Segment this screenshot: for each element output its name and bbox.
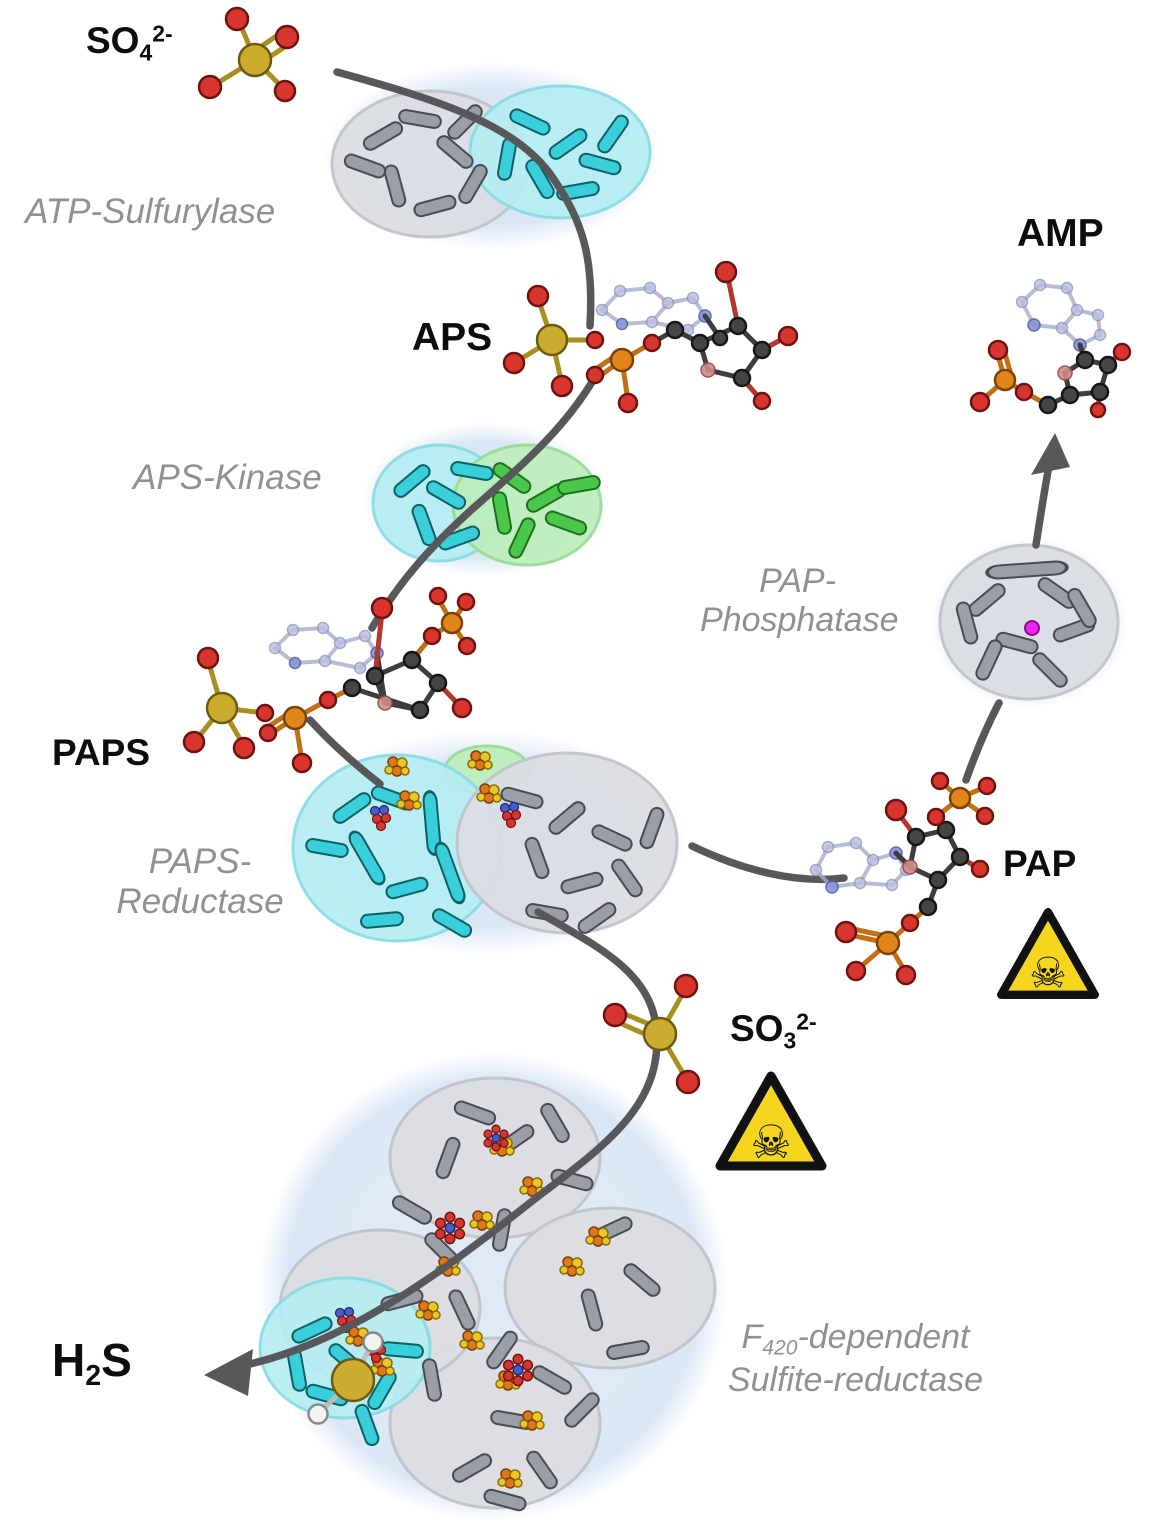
molecule-aps xyxy=(502,260,799,414)
skull-crossbones-icon: ☠ xyxy=(750,1115,791,1169)
molecule-sulfate xyxy=(197,6,300,103)
molecule-sulfite xyxy=(602,973,701,1095)
hazard-triangle-sulfite: ☠ xyxy=(715,1071,827,1171)
skull-crossbones-icon: ☠ xyxy=(1029,948,1067,997)
molecule-pap xyxy=(809,771,997,986)
molecule-hydrogen-sulfide xyxy=(307,1331,384,1425)
metal-ion-magenta xyxy=(1024,620,1040,636)
arrowhead-amp xyxy=(1031,433,1070,475)
molecule-paps xyxy=(182,586,477,774)
label-paps: PAPS xyxy=(52,732,151,773)
label-pap: PAP xyxy=(1003,843,1077,884)
label-sulfite: SO32- xyxy=(730,1008,817,1054)
protein-cartoon-paps-reductase xyxy=(291,744,679,943)
protein-cartoon-atp-sulfurylase xyxy=(330,84,652,239)
label-sulfate: SO42- xyxy=(86,20,173,66)
molecule-amp xyxy=(969,278,1132,419)
label-aps: APS xyxy=(412,316,493,359)
arrow-sulfate-to-aps xyxy=(333,68,595,330)
arrow-aps-to-paps xyxy=(368,368,602,632)
label-amp: AMP xyxy=(1017,212,1104,255)
arrow-reductase-to-h2s xyxy=(246,908,661,1368)
protein-cartoon-sulfite-reductase xyxy=(258,1076,717,1513)
arrowhead-h2s xyxy=(204,1349,253,1396)
adenine-ring-faded xyxy=(809,836,913,894)
label-atp-sulfurylase: ATP-Sulfurylase xyxy=(25,192,276,231)
protein-cartoon-aps-kinase xyxy=(371,443,603,567)
label-aps-kinase: APS-Kinase xyxy=(133,458,322,497)
label-pap-phosphatase: PAP- Phosphatase xyxy=(700,562,899,640)
protein-cartoon-pap-phosphatase xyxy=(938,543,1120,701)
label-paps-reductase: PAPS- Reductase xyxy=(116,842,284,922)
adenine-ring-faded xyxy=(595,281,712,337)
label-h2s: H2S xyxy=(52,1334,132,1393)
label-f420-sulfite-reductase: F420-dependent Sulfite-reductase xyxy=(727,1318,984,1399)
adenine-ring-faded xyxy=(1015,278,1107,352)
arrow-pap-to-phosphatase xyxy=(962,699,1003,784)
adenine-ring-faded xyxy=(268,621,384,675)
hazard-triangle-pap: ☠ xyxy=(997,908,1099,999)
arrow-paps-to-reductase xyxy=(306,716,384,788)
